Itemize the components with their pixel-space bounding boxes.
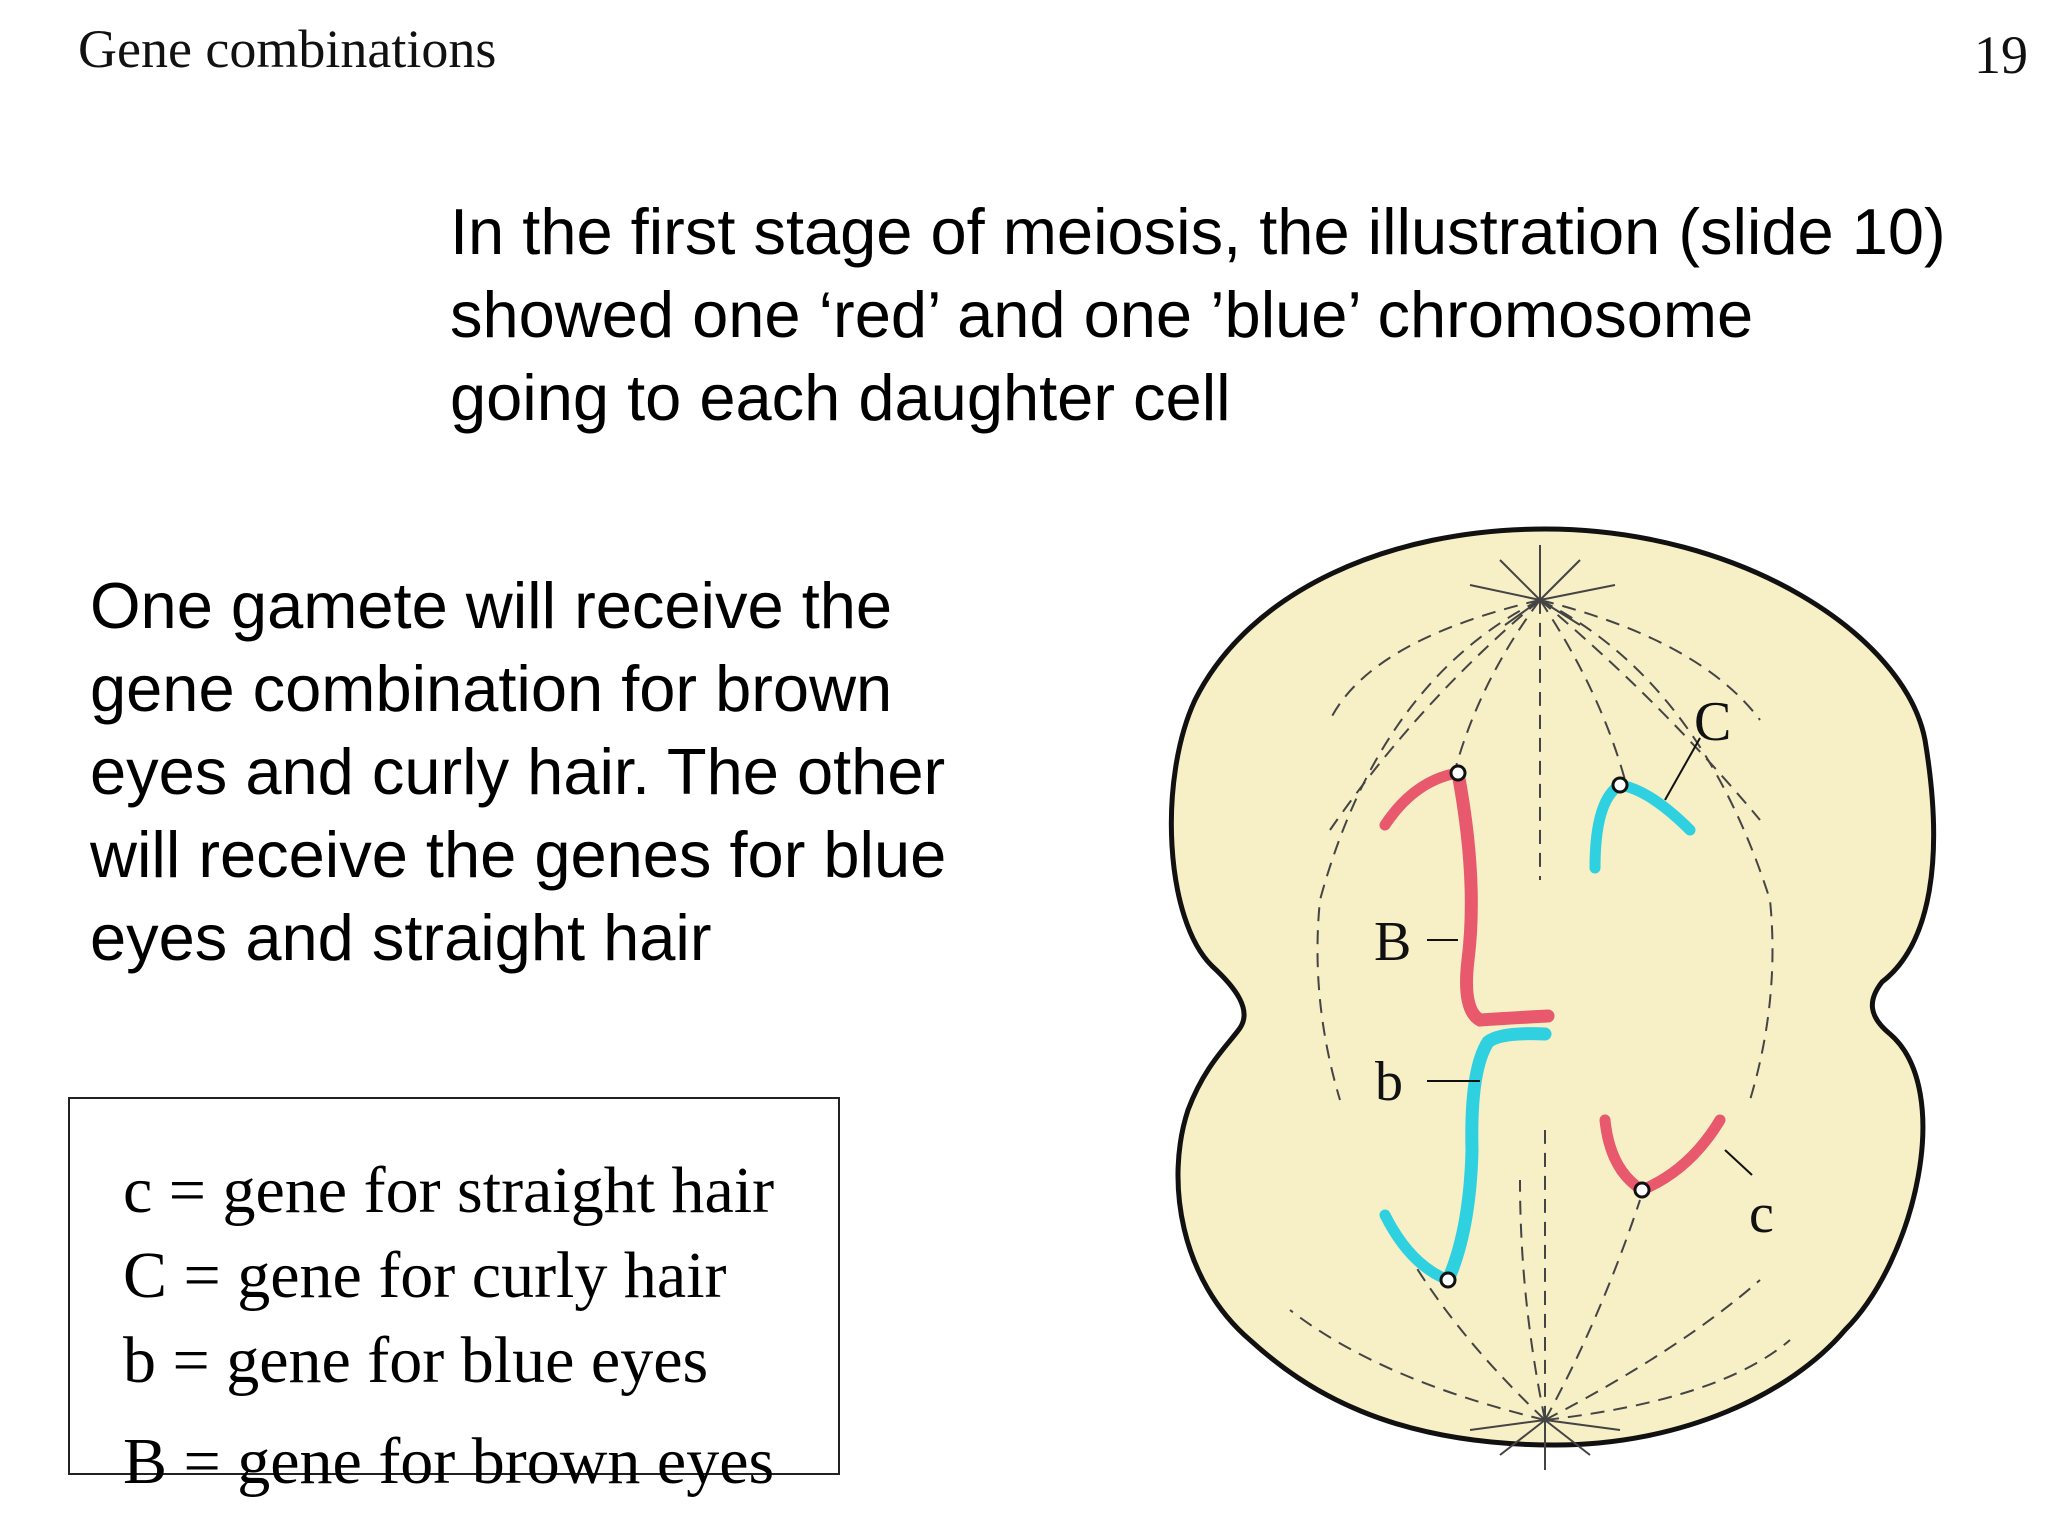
intro-paragraph: In the first stage of meiosis, the illus…	[450, 190, 2040, 439]
gene-label-B: B	[1374, 911, 1411, 973]
gene-label-c: c	[1749, 1183, 1774, 1245]
explanation-line: One gamete will receive the	[90, 569, 893, 642]
legend-row-B: B = gene for brown eyes	[123, 1425, 775, 1498]
explanation-line: gene combination for brown	[90, 652, 893, 725]
red-chromosome-arm-long	[1451, 766, 1555, 1027]
slide-header-title: Gene combinations	[78, 19, 497, 79]
intro-line: going to each daughter cell	[450, 361, 1231, 434]
gene-legend-box: c = gene for straight hair C = gene for …	[68, 1097, 840, 1498]
explanation-line: eyes and straight hair	[90, 901, 712, 974]
legend-row-b: b = gene for blue eyes	[123, 1324, 709, 1397]
centromeres	[1439, 764, 1651, 1289]
spindle-fibres-upper	[1316, 599, 1774, 1101]
blue-chromosome-arm-long	[1441, 1027, 1552, 1287]
pole-rays-upper	[1469, 545, 1616, 626]
gamete-explanation: One gamete will receive the gene combina…	[90, 564, 1090, 979]
centromere	[1633, 1181, 1651, 1199]
leader-line-c	[1724, 1149, 1753, 1176]
intro-line: In the first stage of meiosis, the illus…	[450, 195, 1946, 268]
pole-rays-lower	[1469, 1419, 1621, 1470]
explanation-line: eyes and curly hair. The other	[90, 735, 946, 808]
explanation-line: will receive the genes for blue	[90, 818, 947, 891]
red-chromatid-right-long	[1636, 1114, 1726, 1196]
gene-label-C: C	[1694, 691, 1731, 753]
gene-label-b: b	[1375, 1051, 1403, 1113]
centromere	[1611, 776, 1629, 794]
red-chromosome-arm-short	[1379, 767, 1464, 831]
intro-line: showed one ‘red’ and one ’blue’ chromoso…	[450, 278, 1754, 351]
centromere	[1439, 1271, 1457, 1289]
legend-row-C: C = gene for curly hair	[123, 1239, 727, 1312]
spindle-fibres-lower	[1289, 1130, 1791, 1421]
gene-leader-lines	[1427, 737, 1753, 1176]
cell-membrane	[1168, 526, 1937, 1448]
centromere	[1449, 764, 1467, 782]
legend-row-c: c = gene for straight hair	[123, 1154, 775, 1227]
page-number: 19	[1974, 25, 2028, 85]
leader-line-C	[1664, 737, 1701, 801]
